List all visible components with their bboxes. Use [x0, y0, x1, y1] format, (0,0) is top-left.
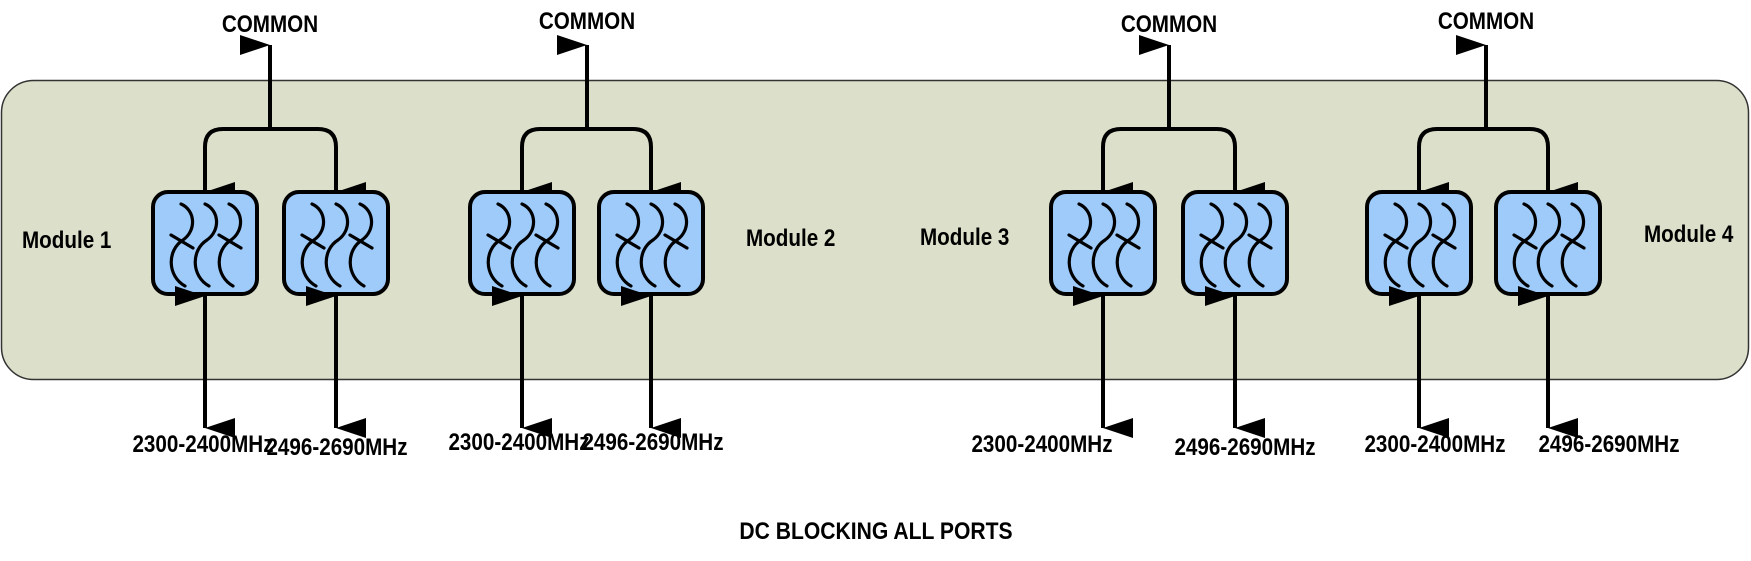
- splitter-branch: [203, 127, 338, 162]
- common-port-label: COMMON: [539, 8, 635, 35]
- port-frequency-label: 2496-2690MHz: [266, 434, 407, 461]
- bandpass-filter-icon: [468, 190, 576, 296]
- port-frequency-label: 2300-2400MHz: [448, 429, 589, 456]
- splitter-branch: [1417, 127, 1550, 162]
- port-frequency-label: 2496-2690MHz: [1174, 434, 1315, 461]
- common-port-label: COMMON: [1121, 11, 1217, 38]
- splitter-branch: [1101, 127, 1237, 162]
- bandpass-filter-icon: [597, 190, 705, 296]
- module-label: Module 2: [746, 225, 835, 252]
- splitter-branch: [520, 127, 653, 162]
- bandpass-filter-icon: [1181, 190, 1289, 296]
- port-frequency-label: 2300-2400MHz: [132, 431, 273, 458]
- bandpass-filter-icon: [151, 190, 259, 296]
- module-3: COMMON Module 3 2300-2400MHz 2496-2690MHz: [920, 11, 1316, 461]
- bandpass-filter-icon: [282, 190, 390, 296]
- port-frequency-label: 2300-2400MHz: [1364, 431, 1505, 458]
- port-frequency-label: 2300-2400MHz: [971, 431, 1112, 458]
- bandpass-filter-icon: [1494, 190, 1602, 296]
- port-frequency-label: 2496-2690MHz: [582, 429, 723, 456]
- bandpass-filter-icon: [1049, 190, 1157, 296]
- module-4: COMMON Module 4 2300-2400MHz 2496-2690MHz: [1364, 8, 1733, 458]
- module-label: Module 1: [22, 227, 111, 254]
- dc-blocking-note: DC BLOCKING ALL PORTS: [739, 518, 1012, 545]
- bandpass-filter-icon: [1365, 190, 1473, 296]
- module-label: Module 4: [1644, 221, 1734, 248]
- module-label: Module 3: [920, 224, 1009, 251]
- enclosure-panel: [0, 79, 1750, 381]
- common-port-label: COMMON: [222, 11, 318, 38]
- port-frequency-label: 2496-2690MHz: [1538, 431, 1679, 458]
- common-port-label: COMMON: [1438, 8, 1534, 35]
